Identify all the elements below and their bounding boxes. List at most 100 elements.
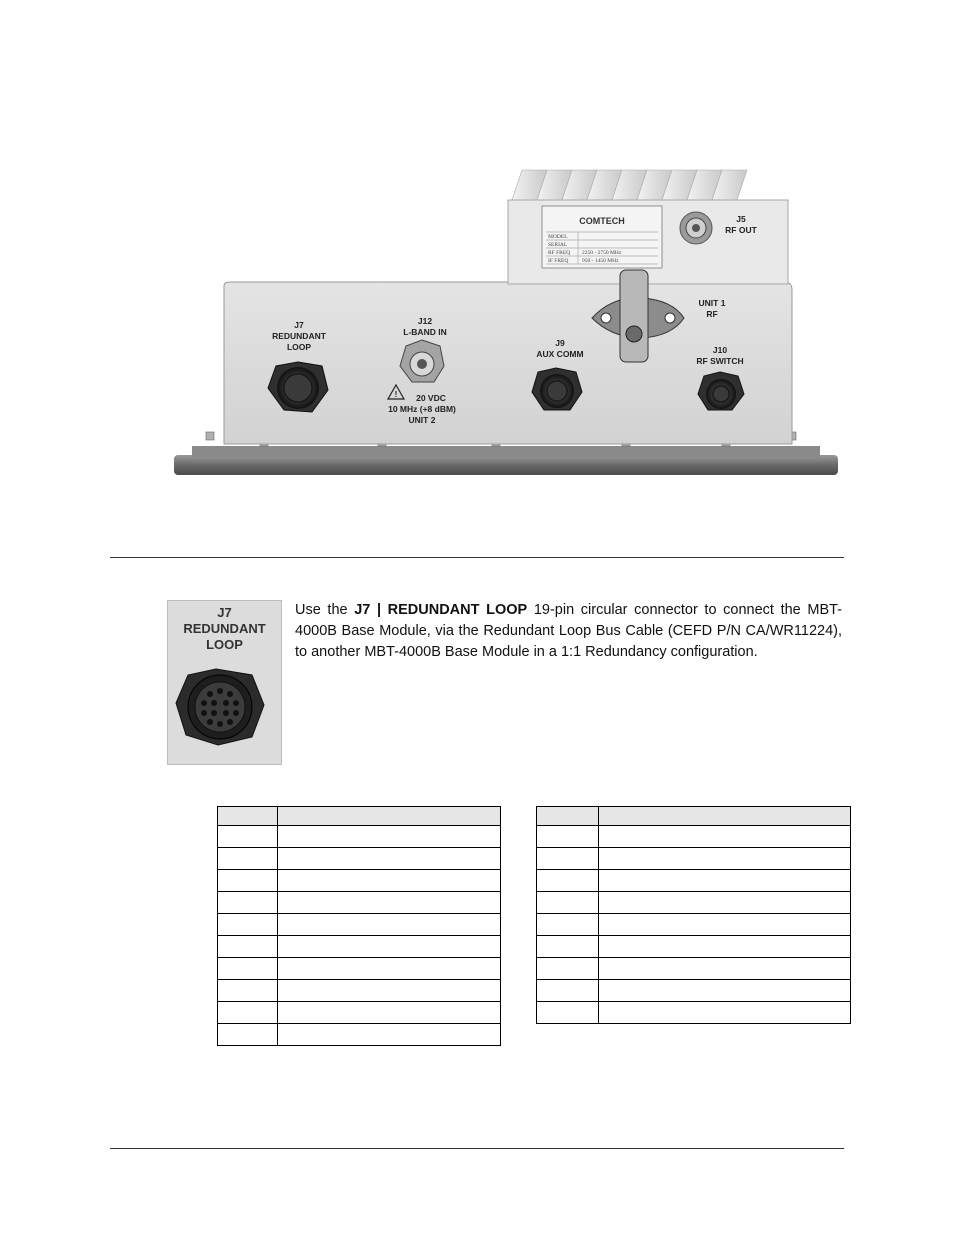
- table-cell: [536, 957, 599, 980]
- nameplate: COMTECH MODEL SERIAL RF FREQ IF FREQ 225…: [541, 205, 663, 269]
- nameplate-row-if: IF FREQ: [548, 258, 568, 264]
- table-cell: [536, 891, 599, 914]
- j12-label-line2: L-BAND IN: [403, 327, 447, 337]
- power-label-line2: 10 MHz (+8 dBM): [388, 404, 456, 414]
- nameplate-row-serial: SERIAL: [548, 242, 568, 248]
- para-pre: Use the: [295, 602, 355, 618]
- table-row: [536, 913, 851, 936]
- para-post: 19-pin circular connector to connect the…: [295, 602, 842, 660]
- j9-connector-icon: [531, 367, 583, 411]
- table-cell: [217, 1001, 278, 1024]
- table-row: [536, 935, 851, 958]
- table-cell: [217, 1023, 278, 1046]
- latch-icon: [591, 269, 685, 363]
- table-cell: [536, 1001, 599, 1024]
- header-cell: [536, 806, 599, 826]
- table-row: [217, 847, 501, 870]
- table-cell: [598, 847, 851, 870]
- nameplate-brand: COMTECH: [579, 216, 625, 226]
- unit1-label-line2: RF: [706, 309, 718, 319]
- table-cell: [277, 1001, 501, 1024]
- table-row: [536, 891, 851, 914]
- j7-label: J7 REDUNDANT LOOP: [264, 320, 334, 353]
- table-cell: [277, 935, 501, 958]
- power-label: 20 VDC 10 MHz (+8 dBM) UNIT 2: [372, 393, 472, 426]
- table-cell: [277, 891, 501, 914]
- table-cell: [536, 847, 599, 870]
- j5-label-line1: J5: [736, 214, 746, 224]
- table-cell: [598, 1001, 851, 1024]
- table-row: [536, 825, 851, 848]
- j7-thumbnail: J7 REDUNDANT LOOP: [167, 600, 282, 765]
- power-label-line1: 20 VDC: [416, 393, 446, 403]
- table-cell: [277, 979, 501, 1002]
- table-cell: [217, 825, 278, 848]
- section-divider-bottom: [110, 1148, 844, 1149]
- unit1-label-line1: UNIT 1: [698, 298, 726, 308]
- table-header-row: [217, 806, 501, 826]
- table-cell: [598, 869, 851, 892]
- table-header-row: [536, 806, 851, 826]
- j5-label: J5 RF OUT: [721, 214, 761, 236]
- table-cell: [598, 935, 851, 958]
- j9-label-line2: AUX COMM: [536, 349, 584, 359]
- j10-label: J10 RF SWITCH: [685, 345, 755, 367]
- table-cell: [598, 979, 851, 1002]
- table-row: [217, 825, 501, 848]
- table-row: [217, 979, 501, 1002]
- table-cell: [598, 825, 851, 848]
- header-cell: [598, 806, 851, 826]
- j7-label-line2: REDUNDANT: [272, 331, 326, 341]
- table-row: [217, 891, 501, 914]
- table-row: [217, 1001, 501, 1024]
- j7-label-line3: LOOP: [286, 342, 312, 352]
- table-cell: [217, 979, 278, 1002]
- table-cell: [598, 891, 851, 914]
- table-cell: [536, 869, 599, 892]
- j10-label-line2: RF SWITCH: [696, 356, 744, 366]
- thumb-line1: J7: [217, 605, 232, 620]
- pin-table-left: [217, 806, 501, 1046]
- table-row: [217, 935, 501, 958]
- j7-connector-icon: [267, 361, 329, 413]
- nameplate-row-model: MODEL: [548, 234, 568, 240]
- table-cell: [217, 847, 278, 870]
- description-paragraph: Use the J7 | REDUNDANT LOOP 19-pin circu…: [295, 600, 842, 663]
- table-row: [536, 1001, 851, 1024]
- table-cell: [277, 1023, 501, 1046]
- table-row: [217, 957, 501, 980]
- svg-text:!: !: [395, 390, 398, 399]
- j12-label: J12 L-BAND IN: [390, 316, 460, 338]
- table-row: [217, 869, 501, 892]
- table-row: [536, 847, 851, 870]
- unit1-label: UNIT 1 RF: [692, 298, 732, 320]
- j9-label-line1: J9: [555, 338, 565, 348]
- table-cell: [277, 957, 501, 980]
- nameplate-val-rf: 2250 - 2750 MHz: [582, 250, 622, 256]
- table-cell: [217, 891, 278, 914]
- table-cell: [217, 935, 278, 958]
- table-row: [536, 957, 851, 980]
- j5-label-line2: RF OUT: [725, 225, 757, 235]
- nameplate-row-rf: RF FREQ: [548, 250, 570, 256]
- device-photo: COMTECH MODEL SERIAL RF FREQ IF FREQ 225…: [174, 169, 838, 475]
- table-cell: [598, 913, 851, 936]
- table-row: [217, 1023, 501, 1046]
- table-cell: [536, 825, 599, 848]
- table-cell: [217, 869, 278, 892]
- thumb-connector-icon: [175, 668, 265, 746]
- table-row: [536, 979, 851, 1002]
- j10-connector-icon: [697, 371, 745, 411]
- table-cell: [536, 935, 599, 958]
- thumb-line2: REDUNDANT: [183, 621, 266, 636]
- table-cell: [277, 825, 501, 848]
- table-cell: [277, 869, 501, 892]
- table-row: [217, 913, 501, 936]
- j12-connector-icon: !: [386, 339, 445, 400]
- table-cell: [217, 913, 278, 936]
- table-row: [536, 869, 851, 892]
- j5-connector-icon: [679, 211, 713, 245]
- table-cell: [536, 979, 599, 1002]
- j7-label-line1: J7: [294, 320, 304, 330]
- j12-label-line1: J12: [417, 316, 433, 326]
